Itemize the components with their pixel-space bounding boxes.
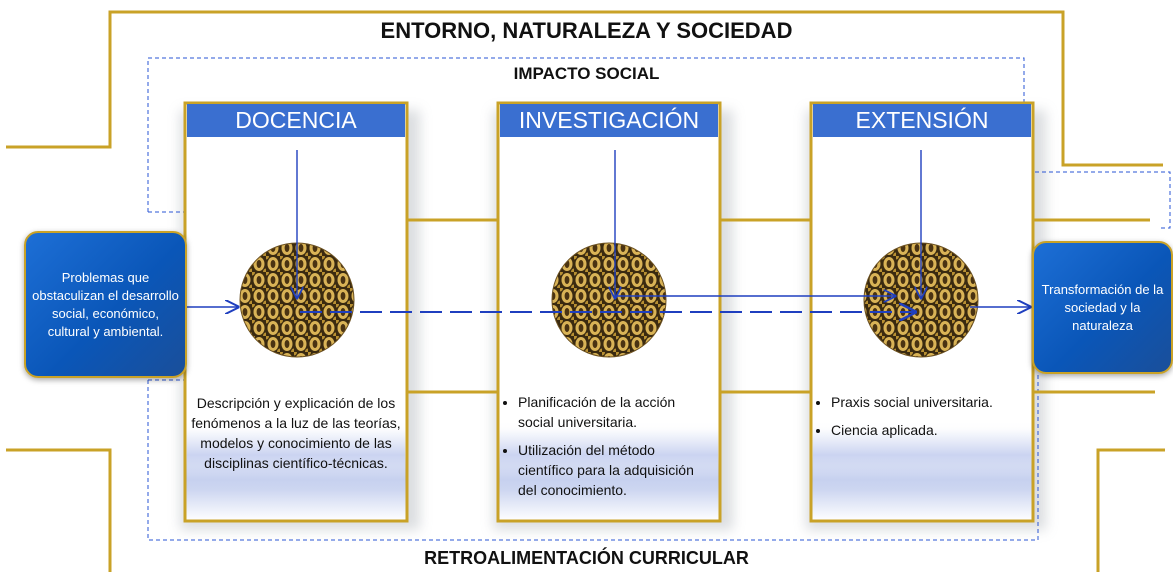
docencia-description: Descripción y explicación de los fenómen… — [191, 395, 401, 471]
shading-bands — [187, 420, 1031, 490]
orbs — [239, 242, 979, 358]
feedback-title: RETROALIMENTACIÓN CURRICULAR — [424, 548, 749, 568]
environment-title: ENTORNO, NATURALEZA Y SOCIEDAD — [380, 18, 793, 43]
header-docencia: DOCENCIA — [187, 104, 405, 137]
list-item: Utilización del método científico para l… — [518, 440, 714, 500]
investigacion-list: Planificación de la acción social univer… — [500, 392, 714, 508]
orb-investigacion — [551, 242, 667, 358]
vertical-arrows — [297, 150, 921, 298]
transformation-box: Transformación de la sociedad y la natur… — [1032, 241, 1173, 374]
header-extension: EXTENSIÓN — [813, 104, 1031, 137]
extension-list: Praxis social universitaria. Ciencia apl… — [813, 392, 1027, 448]
column-connectors — [407, 218, 1155, 394]
problems-box: Problemas que obstaculizan el desarrollo… — [24, 231, 187, 378]
flow-arrows — [185, 296, 1030, 312]
list-item: Planificación de la acción social univer… — [518, 392, 714, 432]
impact-title: IMPACTO SOCIAL — [513, 64, 660, 83]
outer-frame — [6, 10, 1165, 572]
list-item: Ciencia aplicada. — [831, 420, 1027, 440]
header-investigacion: INVESTIGACIÓN — [500, 104, 718, 137]
transformation-text: Transformación de la sociedad y la natur… — [1041, 281, 1164, 333]
problems-text: Problemas que obstaculizan el desarrollo… — [32, 269, 179, 339]
list-item: Praxis social universitaria. — [831, 392, 1027, 412]
